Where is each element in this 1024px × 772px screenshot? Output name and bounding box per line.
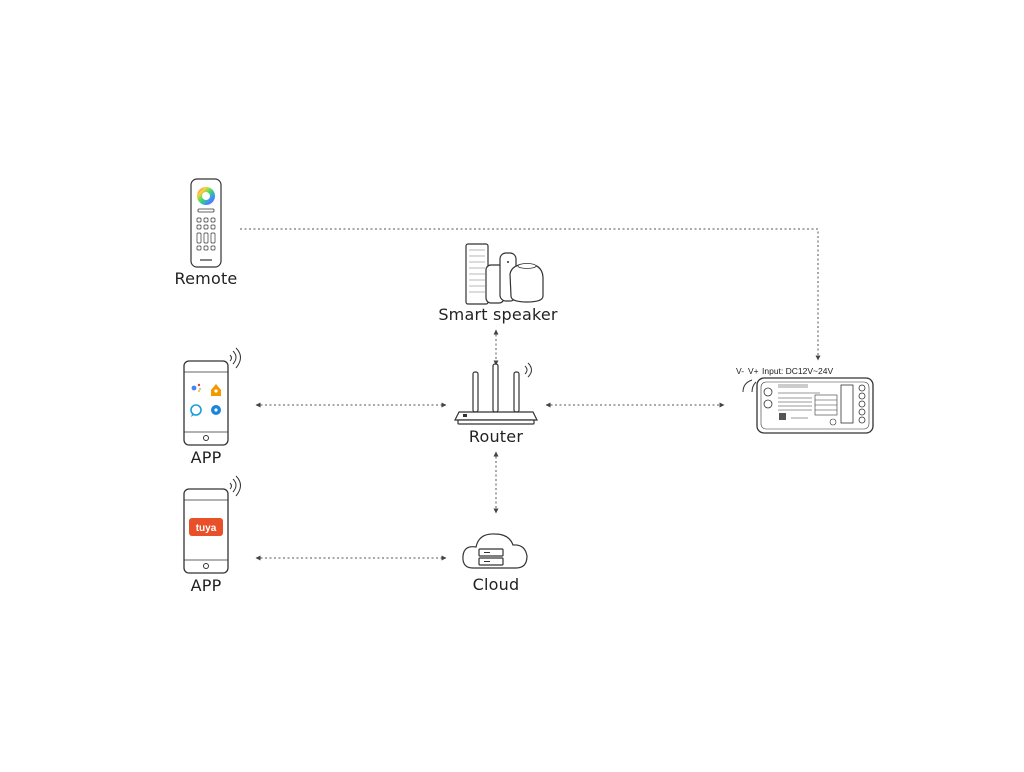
- connection-lines: [240, 228, 821, 561]
- cloud-icon: [462, 533, 528, 569]
- smartthings-icon: [211, 405, 221, 415]
- router-label: Router: [468, 427, 524, 446]
- led-controller-icon: [742, 377, 874, 434]
- router-icon: [454, 362, 538, 425]
- wifi-signal-icon: [229, 347, 241, 369]
- remote-to-controller-line: [240, 228, 821, 361]
- smart-speaker-icon: [465, 243, 544, 305]
- remote-icon: [190, 178, 222, 268]
- google-assistant-icon: [191, 383, 201, 392]
- v-plus-label: V+: [748, 366, 759, 376]
- app-phone-assistants: [183, 347, 241, 446]
- app-label-top: APP: [190, 448, 222, 467]
- tuya-logo-text: tuya: [196, 523, 217, 534]
- tuya-logo-badge: [189, 518, 223, 536]
- remote-label: Remote: [174, 269, 238, 288]
- google-home-icon: [211, 384, 221, 396]
- v-minus-label: V-: [736, 366, 745, 376]
- alexa-icon: [190, 404, 202, 417]
- app-phone-tuya: tuya: [183, 475, 241, 574]
- wifi-signal-icon: [229, 475, 241, 497]
- cloud-label: Cloud: [472, 575, 520, 594]
- app-label-bottom: APP: [190, 576, 222, 595]
- input-voltage-label: Input: DC12V~24V: [762, 366, 834, 376]
- smart-speaker-label: Smart speaker: [438, 305, 558, 324]
